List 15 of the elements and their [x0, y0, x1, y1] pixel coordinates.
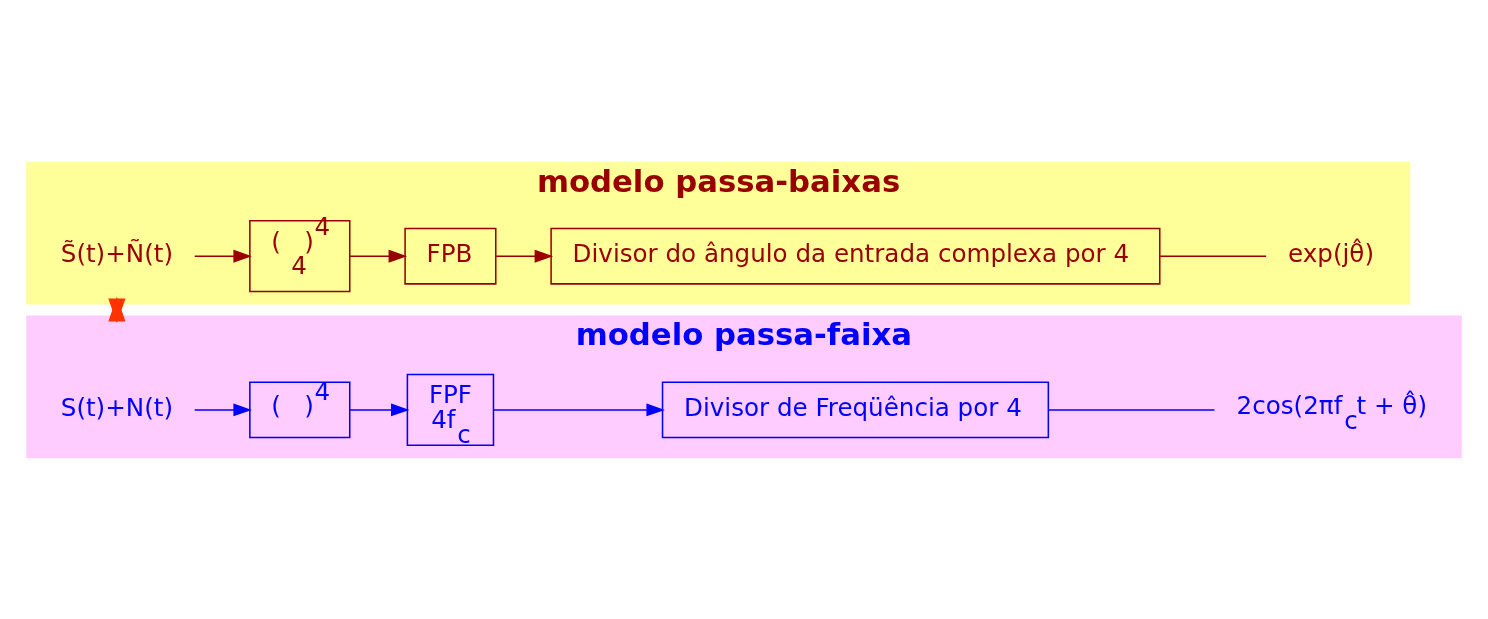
node-box: FPB	[404, 227, 497, 285]
arrow	[108, 296, 126, 323]
arrow	[495, 249, 554, 263]
node-box: Divisor do ângulo da entrada complexa por 4	[550, 227, 1161, 285]
connector	[1159, 254, 1267, 257]
node-text: exp(jθ̂)	[1288, 238, 1374, 268]
arrow	[492, 402, 665, 416]
arrow	[193, 402, 252, 416]
connector	[1048, 408, 1216, 411]
arrow	[349, 249, 408, 263]
node-text: S̃(t)+Ñ(t)	[60, 238, 174, 268]
node-text: S(t)+N(t)	[60, 392, 174, 422]
node-box: Divisor de Freqüência por 4	[661, 380, 1050, 438]
arrow	[193, 249, 252, 263]
arrow	[349, 402, 410, 416]
